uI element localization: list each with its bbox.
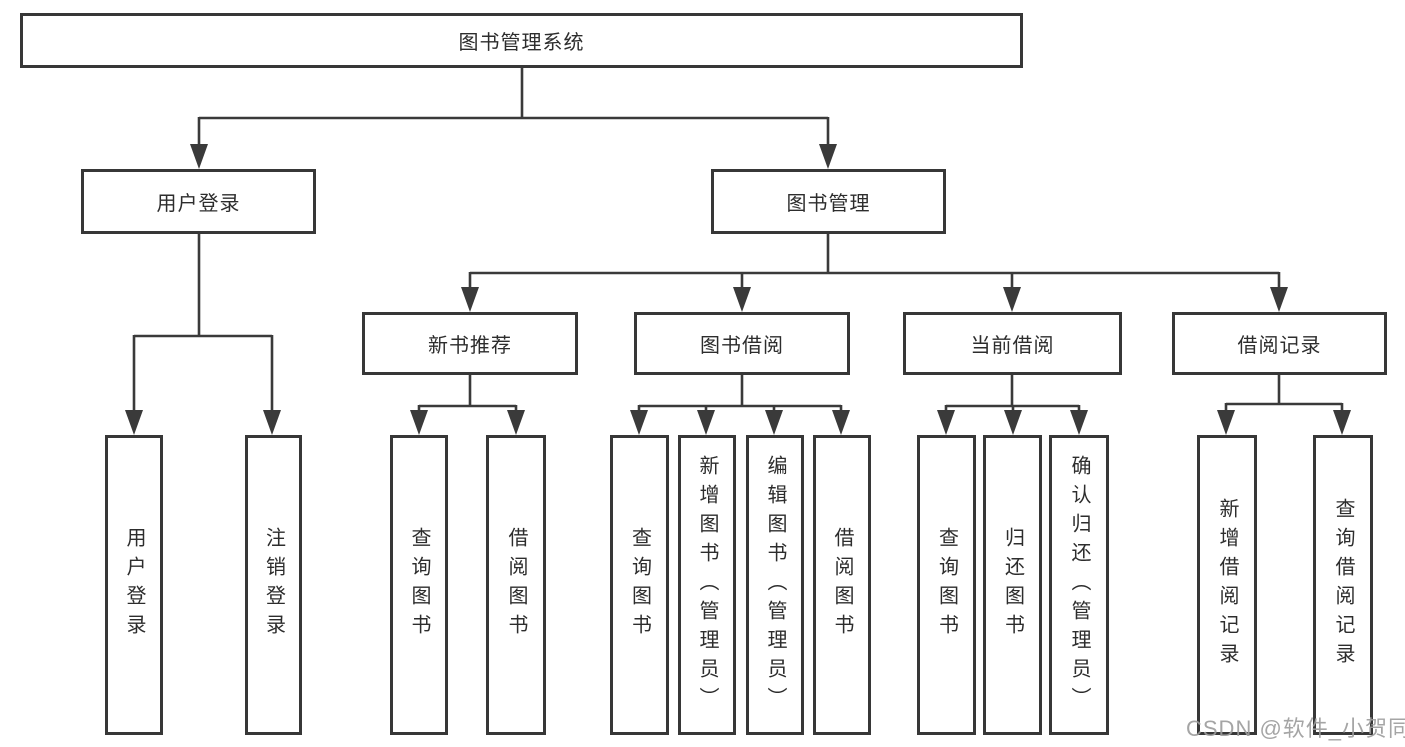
leaf-edit-book-admin-label: 编辑图书（管理员）: [764, 454, 786, 716]
leaf-borrow-book-recommend-label: 借阅图书: [505, 527, 527, 643]
node-book-borrow: 图书借阅: [634, 312, 850, 375]
leaf-query-book-borrow: 查询图书: [610, 435, 669, 735]
leaf-add-borrow-record-label: 新增借阅记录: [1216, 498, 1238, 672]
leaf-confirm-return-admin-label: 确认归还（管理员）: [1068, 454, 1090, 716]
node-user-login-branch: 用户登录: [81, 169, 316, 234]
leaf-query-book-recommend-label: 查询图书: [408, 527, 430, 643]
leaf-return-book: 归还图书: [983, 435, 1042, 735]
leaf-borrow-book-label: 借阅图书: [831, 527, 853, 643]
arrowheads: [125, 144, 1351, 435]
node-borrow-record: 借阅记录: [1172, 312, 1387, 375]
node-new-book-recommend: 新书推荐: [362, 312, 578, 375]
leaf-logout-login: 注销登录: [245, 435, 302, 735]
leaf-return-book-label: 归还图书: [1001, 527, 1024, 643]
leaf-add-book-admin-label: 新增图书（管理员）: [696, 454, 718, 716]
leaf-user-login-label: 用户登录: [123, 527, 145, 643]
leaf-query-book-current-label: 查询图书: [935, 527, 958, 643]
node-book-management-branch: 图书管理: [711, 169, 946, 234]
node-current-borrow: 当前借阅: [903, 312, 1122, 375]
leaf-add-borrow-record: 新增借阅记录: [1197, 435, 1257, 735]
leaf-confirm-return-admin: 确认归还（管理员）: [1049, 435, 1109, 735]
leaf-borrow-book: 借阅图书: [813, 435, 871, 735]
csdn-watermark: CSDN @软件_小贺同学: [1186, 716, 1405, 741]
node-root-system: 图书管理系统: [20, 13, 1023, 68]
leaf-user-login: 用户登录: [105, 435, 163, 735]
leaf-query-borrow-record: 查询借阅记录: [1313, 435, 1373, 735]
leaf-query-borrow-record-label: 查询借阅记录: [1332, 498, 1354, 672]
leaf-borrow-book-recommend: 借阅图书: [486, 435, 546, 735]
leaf-query-book-current: 查询图书: [917, 435, 976, 735]
leaf-logout-login-label: 注销登录: [262, 527, 285, 643]
leaf-edit-book-admin: 编辑图书（管理员）: [746, 435, 804, 735]
leaf-query-book-borrow-label: 查询图书: [628, 527, 651, 643]
leaf-add-book-admin: 新增图书（管理员）: [678, 435, 736, 735]
leaf-query-book-recommend: 查询图书: [390, 435, 448, 735]
